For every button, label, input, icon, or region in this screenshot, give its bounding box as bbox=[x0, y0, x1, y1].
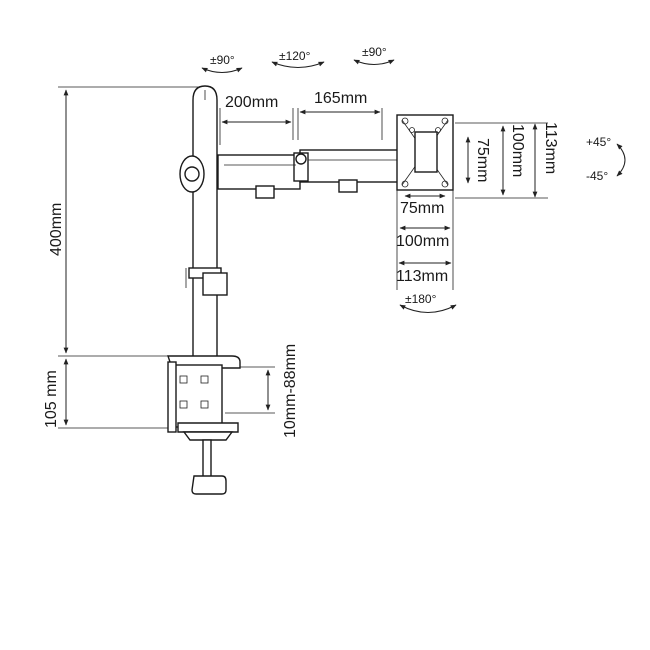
rotation-arcs bbox=[201, 59, 626, 313]
label-pole-height: 400mm bbox=[48, 203, 65, 256]
label-vesa-width-113: 113mm bbox=[396, 268, 448, 285]
rotation-arrow-icon bbox=[271, 61, 325, 68]
label-vesa-height-113: 113mm bbox=[542, 122, 559, 174]
vesa-head bbox=[396, 114, 454, 191]
label-vesa-width-75: 75mm bbox=[400, 200, 444, 217]
label-tilt-down: -45° bbox=[586, 169, 608, 183]
tilt-arrow-icon bbox=[616, 143, 626, 177]
rotation-arrow-icon bbox=[201, 67, 243, 73]
rotation-arrow-icon bbox=[353, 59, 395, 65]
labels: ±90° ±120° ±90° 200mm 165mm 400mm 105 mm… bbox=[43, 45, 611, 438]
dimension-lines bbox=[63, 89, 538, 426]
desk-clamp bbox=[167, 355, 241, 495]
articulating-arm bbox=[179, 149, 424, 199]
label-vesa-width-100: 100mm bbox=[396, 233, 449, 250]
label-mid-joint-rotation: ±120° bbox=[279, 49, 311, 63]
label-vesa-height-100: 100mm bbox=[509, 124, 526, 177]
label-tilt-up: +45° bbox=[586, 135, 611, 149]
label-clamp-height: 105 mm bbox=[43, 370, 60, 428]
label-arm-pivot-rotation: ±90° bbox=[210, 53, 235, 67]
label-rotate: ±180° bbox=[405, 292, 437, 306]
extension-lines bbox=[58, 86, 548, 429]
label-arm-segment-2: 165mm bbox=[314, 90, 367, 107]
label-desk-thickness: 10mm-88mm bbox=[282, 344, 299, 438]
label-arm-segment-1: 200mm bbox=[225, 94, 278, 111]
label-vesa-height-75: 75mm bbox=[474, 138, 491, 182]
pole bbox=[185, 85, 228, 361]
label-head-pivot-rotation: ±90° bbox=[362, 45, 387, 59]
rotation-arrow-icon bbox=[399, 304, 457, 313]
